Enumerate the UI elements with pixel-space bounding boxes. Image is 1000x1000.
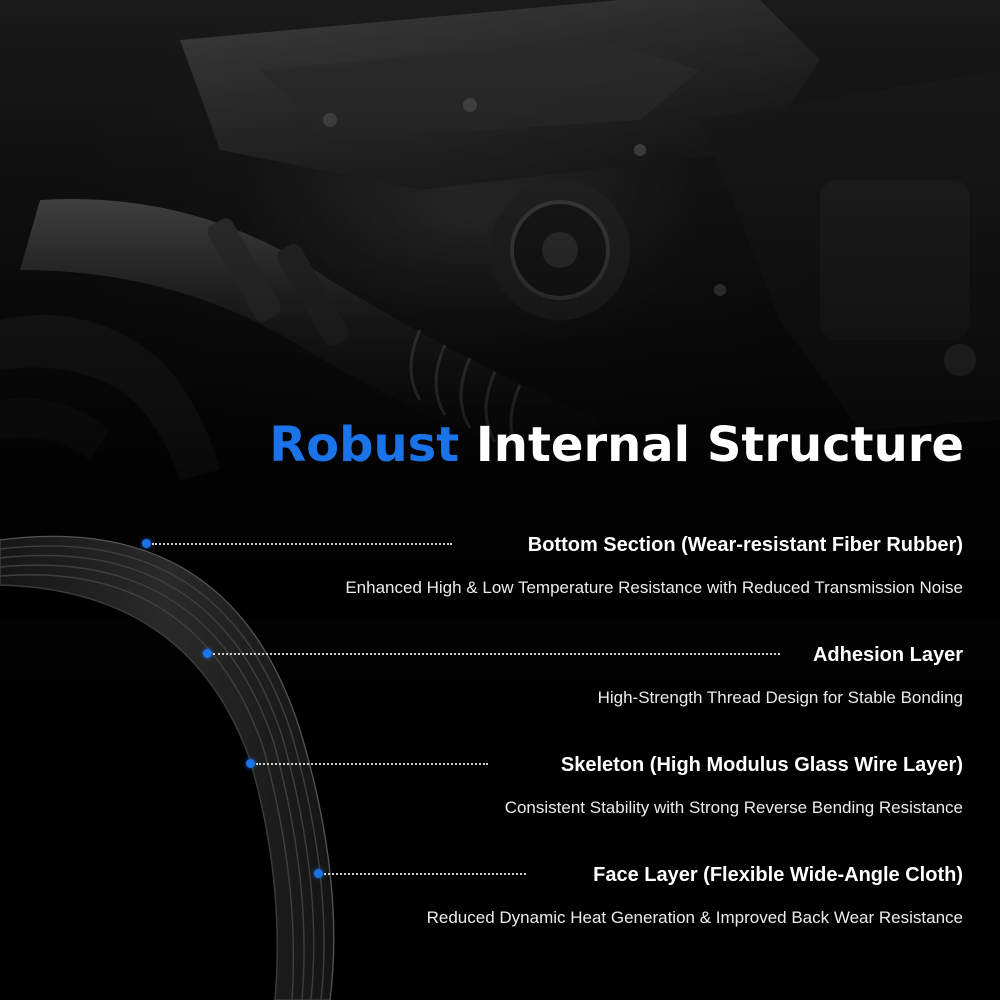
feature-description: High-Strength Thread Design for Stable B… bbox=[597, 688, 963, 707]
headline: Robust Internal Structure bbox=[269, 412, 964, 478]
feature-description: Consistent Stability with Strong Reverse… bbox=[504, 798, 963, 817]
feature-description: Enhanced High & Low Temperature Resistan… bbox=[345, 578, 963, 597]
marker-dot bbox=[246, 759, 255, 768]
feature-skeleton: Skeleton (High Modulus Glass Wire Layer)… bbox=[0, 752, 1000, 852]
leader-line bbox=[256, 763, 488, 765]
feature-adhesion-layer: Adhesion Layer High-Strength Thread Desi… bbox=[0, 642, 1000, 742]
marker-dot bbox=[142, 539, 151, 548]
feature-title: Bottom Section (Wear-resistant Fiber Rub… bbox=[527, 534, 963, 556]
feature-face-layer: Face Layer (Flexible Wide-Angle Cloth) R… bbox=[0, 862, 1000, 962]
leader-line bbox=[213, 653, 780, 655]
marker-dot bbox=[203, 649, 212, 658]
leader-line bbox=[324, 873, 526, 875]
engine-background-image bbox=[0, 0, 1000, 620]
feature-title: Adhesion Layer bbox=[812, 644, 963, 666]
feature-bottom-section: Bottom Section (Wear-resistant Fiber Rub… bbox=[0, 532, 1000, 632]
feature-title: Face Layer (Flexible Wide-Angle Cloth) bbox=[593, 864, 963, 886]
feature-title: Skeleton (High Modulus Glass Wire Layer) bbox=[560, 754, 963, 776]
headline-accent-word: Robust bbox=[269, 417, 460, 473]
feature-description: Reduced Dynamic Heat Generation & Improv… bbox=[426, 908, 963, 927]
leader-line bbox=[152, 543, 452, 545]
headline-rest: Internal Structure bbox=[475, 417, 964, 473]
marker-dot bbox=[314, 869, 323, 878]
